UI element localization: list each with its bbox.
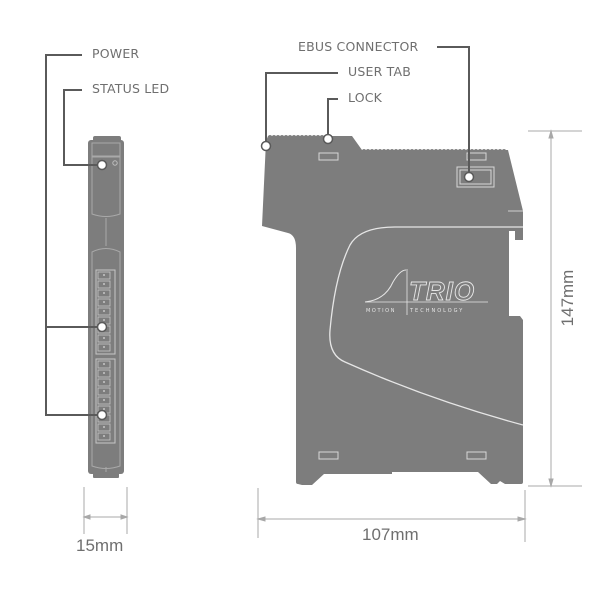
ebus-connector bbox=[456, 166, 495, 188]
logo-brand: TRIO bbox=[409, 276, 475, 306]
trio-logo: TRIO MOTION TECHNOLOGY bbox=[364, 269, 488, 315]
front-view bbox=[45, 54, 129, 534]
logo-tagline-right: TECHNOLOGY bbox=[409, 308, 464, 314]
callout-ebus-connector: EBUS CONNECTOR bbox=[298, 39, 419, 54]
logo-tagline-left: MOTION bbox=[366, 308, 396, 314]
callout-power: POWER bbox=[92, 46, 140, 61]
side-body bbox=[262, 135, 523, 485]
callout-user-tab: USER TAB bbox=[348, 64, 412, 79]
dimension-side-height: 147mm bbox=[558, 269, 577, 327]
callout-lock: LOCK bbox=[348, 90, 383, 105]
dimension-front-width: 15mm bbox=[76, 536, 124, 555]
dimension-side-width: 107mm bbox=[362, 525, 419, 544]
callout-status-led: STATUS LED bbox=[92, 81, 170, 96]
side-view: TRIO MOTION TECHNOLOGY bbox=[256, 46, 582, 542]
